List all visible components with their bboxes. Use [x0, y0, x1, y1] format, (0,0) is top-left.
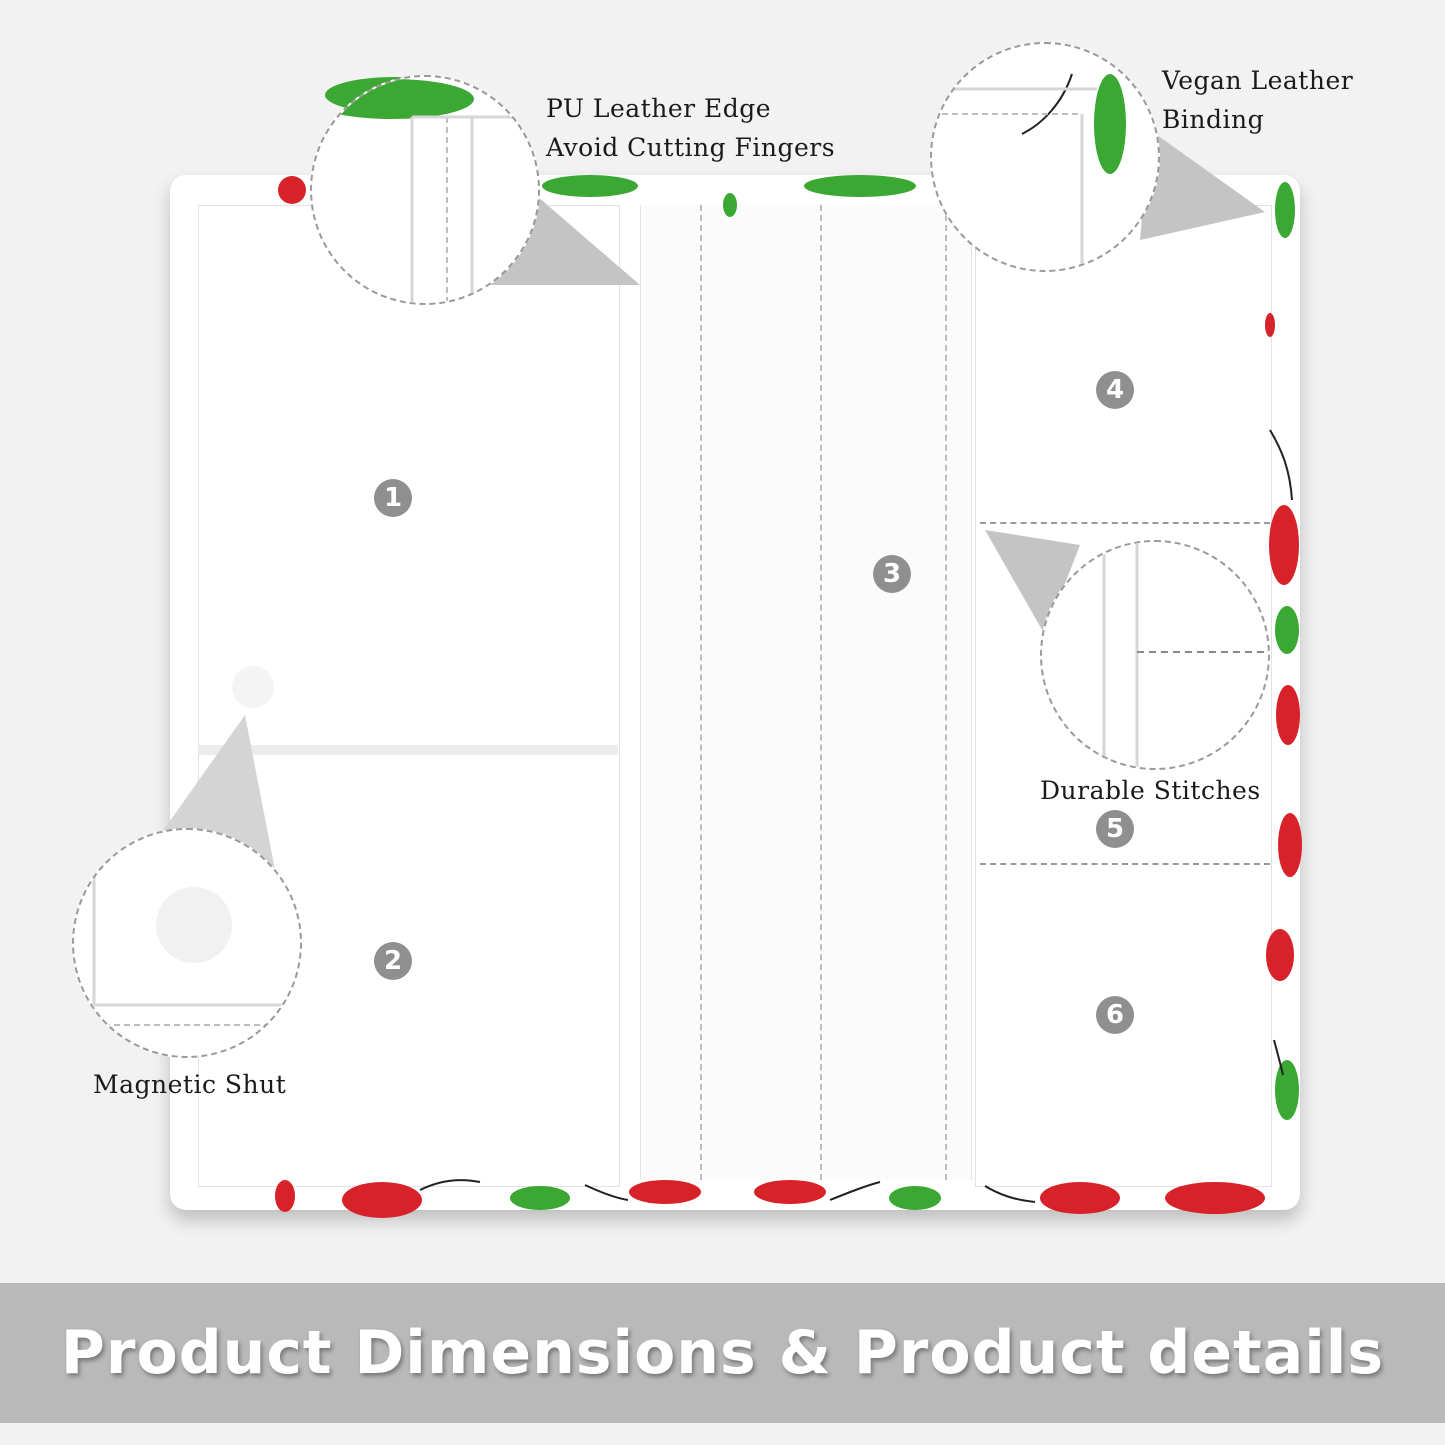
right-stitch-upper	[980, 522, 1270, 524]
magnet-dot	[232, 666, 274, 708]
spine-stitch-left	[700, 205, 702, 1180]
wallet-center-spine	[640, 205, 972, 1180]
spine-stitch-right2	[945, 205, 947, 1180]
cherry-icon	[275, 175, 1302, 1218]
callout-pu-edge-line1: PU Leather Edge	[546, 94, 772, 123]
right-stitch-lower	[980, 863, 1270, 865]
left-pocket-stitch	[198, 745, 618, 755]
zoom-lens-binding	[930, 42, 1160, 272]
spine-stitch-right	[820, 205, 822, 1180]
zoom-lens-magnet	[72, 828, 302, 1058]
callout-stitches: Durable Stitches	[1040, 776, 1261, 805]
pocket-badge-6: 6	[1096, 996, 1134, 1034]
callout-vegan-line2: Binding	[1162, 105, 1265, 134]
pocket-badge-4: 4	[1096, 371, 1134, 409]
callout-magnetic: Magnetic Shut	[93, 1070, 287, 1099]
zoom-lens-stitches	[1040, 540, 1270, 770]
callout-pu-edge-line2: Avoid Cutting Fingers	[546, 133, 836, 162]
callout-vegan-line1: Vegan Leather	[1162, 66, 1354, 95]
pocket-badge-5: 5	[1096, 810, 1134, 848]
footer-banner	[0, 1283, 1445, 1423]
zoom-lens-edge	[310, 75, 540, 305]
pocket-badge-1: 1	[374, 479, 412, 517]
pocket-badge-2: 2	[374, 942, 412, 980]
footer-title: Product Dimensions & Product details	[60, 1318, 1385, 1388]
pocket-badge-3: 3	[873, 555, 911, 593]
